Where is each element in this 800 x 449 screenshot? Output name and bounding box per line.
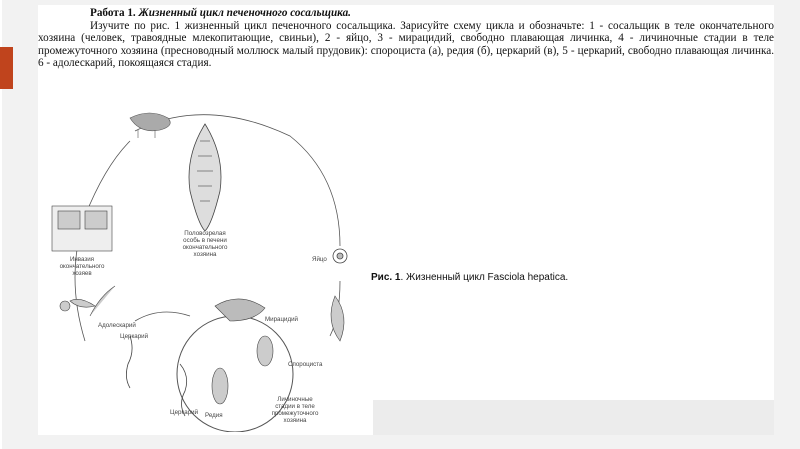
document-page: Работа 1. Жизненный цикл печеночного сос… [38,5,774,435]
diagram-label-invasion: Инвазия окончательного хозяев [60,256,105,277]
task-title-prefix: Работа 1. [90,7,136,19]
fluke-adult-icon [188,123,222,232]
task-title-text: Жизненный цикл печеночного сосальщика [138,7,349,19]
label-sporocyst: Спороциста [288,361,323,368]
plant-icon [59,285,116,317]
snail-icon [214,298,266,322]
diagram-label-adult: Половозрелая особь в печени окончательно… [183,230,228,258]
caption-text: . Жизненный цикл Fasciola hepatica. [400,272,569,283]
miracidium-icon [330,295,345,342]
label-adult-2: особь в печени [183,237,227,244]
figure-caption: Рис. 1. Жизненный цикл Fasciola hepatica… [371,272,568,283]
label-larval-4: хозяина [284,417,307,424]
label-invasion-2: окончательного [60,263,105,270]
gray-panel [373,400,774,435]
diagram-label-larval: Личиночные стадии в теле промежуточного … [272,396,319,424]
cercaria-icon [126,335,188,417]
label-invasion-1: Инвазия [70,256,94,263]
cow-silhouette-icon [129,112,171,138]
task-title: Работа 1. Жизненный цикл печеночного сос… [90,7,351,19]
caption-prefix: Рис. 1 [371,272,401,283]
label-adult-3: окончательного [183,244,228,251]
label-adult-4: хозяина [194,251,217,258]
slide-accent-bar [0,47,13,89]
label-miracidium: Мирацидий [265,316,299,323]
label-adult-1: Половозрелая [184,230,225,237]
slide-left-strip [0,0,2,449]
label-adolescaria: Адолескарий [98,322,136,329]
label-redia: Редия [205,412,223,419]
label-invasion-3: хозяев [72,270,92,277]
label-larval-1: Личиночные [277,396,313,403]
task-body: Изучите по рис. 1 жизненный цикл печеноч… [38,19,774,70]
human-frame-icon [51,205,113,252]
cycle-arrow-path [134,114,341,247]
label-egg: Яйцо [312,256,327,263]
label-larval-3: промежуточного [272,410,319,417]
egg-illustration-icon [332,248,348,264]
label-larval-2: стадии в теле [275,403,315,410]
life-cycle-diagram: Половозрелая особь в печени окончательно… [51,112,348,432]
label-cercaria-left: Церкарий [120,333,149,340]
sporocyst-icon [256,335,274,367]
label-cercaria-bottom: Церкарий [170,409,199,416]
redia-icon [211,367,229,405]
task-text: Работа 1. Жизненный цикл печеночного сос… [38,7,774,70]
